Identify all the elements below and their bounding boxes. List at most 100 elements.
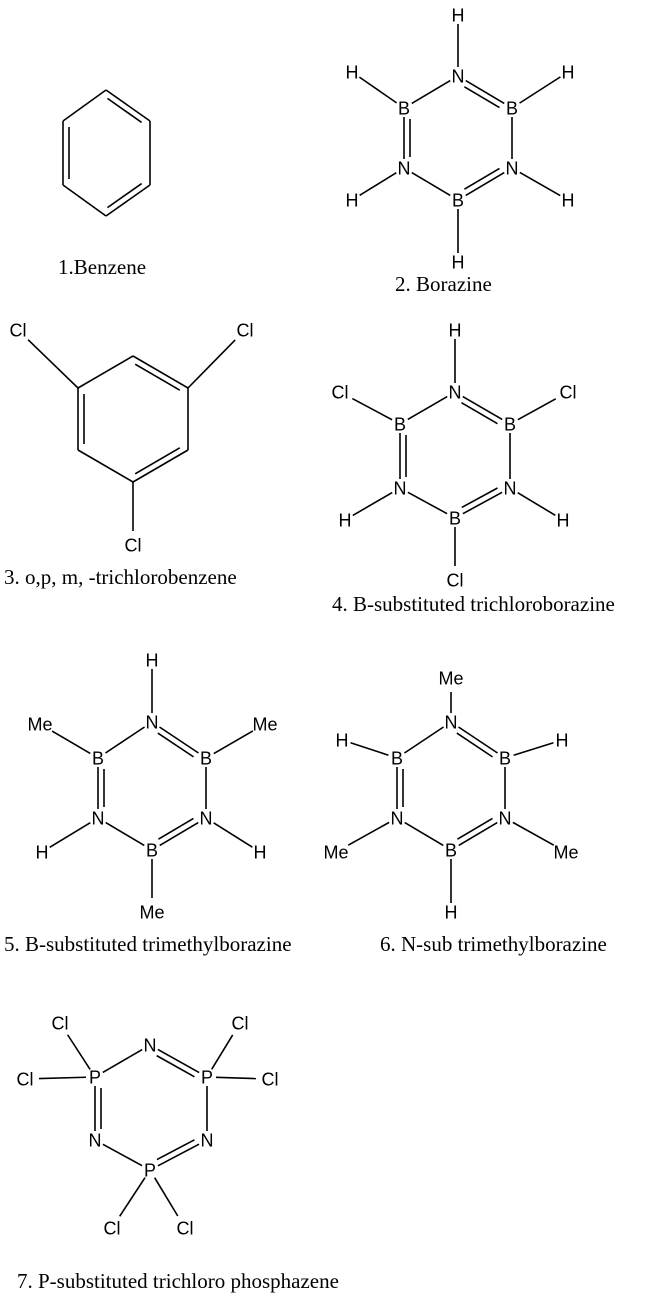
borazine-atom-h: H (562, 63, 575, 83)
trichlorophosphazene-double-bond (156, 1054, 195, 1078)
borazine-double-bond (463, 86, 500, 109)
trichlorophosphazene-bond (119, 1177, 146, 1217)
b-trichloroborazine-bond (517, 398, 557, 421)
benzene-bond (62, 89, 107, 122)
trichlorobenzene-bond (77, 449, 134, 483)
borazine-atom-n: N (398, 159, 411, 179)
b-trichloroborazine-atom-n: N (504, 479, 517, 499)
b-trichloroborazine-atom-cl: Cl (560, 383, 577, 403)
trichlorophosphazene-atom-cl: Cl (177, 1219, 194, 1239)
trichlorophosphazene-atom-cl: Cl (17, 1070, 34, 1090)
trichlorophosphazene-atom-p: P (201, 1068, 213, 1088)
b-trimethylborazine-bond (49, 821, 91, 849)
borazine-bond (411, 79, 451, 105)
b-trichloroborazine-double-bond (461, 487, 498, 509)
n-trimethylborazine-bond (512, 821, 555, 846)
n-trimethylborazine-atom-n: N (445, 713, 458, 733)
trichlorophosphazene-double-bond (156, 1139, 195, 1161)
caption-borazine: 2. Borazine (395, 272, 492, 296)
n-trimethylborazine-bond (347, 821, 390, 846)
b-trimethylborazine-atom-b: B (200, 749, 212, 769)
borazine-atom-n: N (452, 67, 465, 87)
benzene-double-bond (106, 182, 143, 209)
n-trimethylborazine-double-bond (456, 817, 493, 840)
borazine-atom-b: B (452, 191, 464, 211)
b-trimethylborazine-atom-h: H (254, 843, 267, 863)
b-trichloroborazine-bond (517, 491, 556, 517)
trichlorophosphazene-atom-p: P (89, 1068, 101, 1088)
n-trimethylborazine-atom-h: H (556, 731, 569, 751)
b-trichloroborazine-atom-h: H (449, 321, 462, 341)
borazine-atom-h: H (562, 191, 575, 211)
caption-benzene: 1.Benzene (58, 255, 147, 279)
borazine-double-bond (463, 167, 500, 190)
trichlorobenzene-bond (132, 449, 189, 483)
b-trimethylborazine-bond (105, 726, 145, 754)
benzene-bond (105, 184, 151, 217)
caption-n-trimethylborazine: 6. N-sub trimethylborazine (380, 932, 607, 956)
trichlorophosphazene-bond (211, 1034, 234, 1070)
b-trichloroborazine-bond (407, 395, 448, 421)
benzene-bond (62, 184, 107, 217)
b-trimethylborazine-bond (213, 822, 253, 848)
b-trimethylborazine-atom-me: Me (252, 715, 277, 735)
trichlorophosphazene-bond (102, 1048, 143, 1074)
trichlorophosphazene-atom-cl: Cl (232, 1014, 249, 1034)
trichlorobenzene-bond (132, 355, 189, 389)
trichlorobenzene-atom-cl: Cl (10, 321, 27, 341)
trichlorophosphazene-atom-n: N (89, 1131, 102, 1151)
trichlorophosphazene-bond (215, 1076, 257, 1080)
n-trimethylborazine-atom-me: Me (438, 669, 463, 689)
borazine-bond (359, 172, 397, 196)
b-trimethylborazine-atom-n: N (146, 713, 159, 733)
benzene-double-bond (106, 97, 143, 124)
n-trimethylborazine-atom-h: H (445, 903, 458, 923)
b-trichloroborazine-bond (462, 395, 503, 421)
n-trimethylborazine-bond (513, 741, 554, 757)
b-trichloroborazine-atom-b: B (394, 415, 406, 435)
b-trichloroborazine-atom-cl: Cl (447, 571, 464, 591)
borazine-bond (411, 171, 451, 197)
n-trimethylborazine-atom-n: N (391, 809, 404, 829)
caption-b-trimethylborazine: 5. B-substituted trimethylborazine (4, 932, 292, 956)
b-trimethylborazine-atom-n: N (200, 809, 213, 829)
n-trimethylborazine-atom-me: Me (323, 843, 348, 863)
n-trimethylborazine-atom-h: H (336, 731, 349, 751)
b-trimethylborazine-atom-me: Me (139, 903, 164, 923)
borazine-bond (465, 171, 505, 197)
n-trimethylborazine-double-bond (456, 732, 493, 758)
b-trimethylborazine-atom-b: B (92, 749, 104, 769)
benzene-bond (105, 89, 151, 122)
b-trimethylborazine-double-bond (157, 732, 194, 758)
trichlorophosphazene-bond (157, 1048, 200, 1074)
trichlorophosphazene-atom-cl: Cl (104, 1219, 121, 1239)
n-trimethylborazine-atom-b: B (391, 749, 403, 769)
b-trimethylborazine-atom-me: Me (27, 715, 52, 735)
n-trimethylborazine-bond (404, 726, 444, 754)
trichlorophosphazene-atom-n: N (201, 1131, 214, 1151)
borazine-bond (519, 76, 561, 104)
b-trichloroborazine-double-bond (461, 402, 498, 425)
borazine-atom-h: H (452, 253, 465, 273)
borazine-atom-b: B (398, 99, 410, 119)
b-trimethylborazine-double-bond (157, 817, 194, 840)
trichlorobenzene-double-bond (134, 363, 181, 391)
trichlorophosphazene-bond (66, 1034, 91, 1070)
n-trimethylborazine-atom-me: Me (553, 843, 578, 863)
caption-trichlorobenzene: 3. o,p, m, -trichlorobenzene (4, 565, 237, 589)
borazine-bond (358, 76, 398, 104)
borazine-atom-h: H (346, 63, 359, 83)
b-trimethylborazine-atom-n: N (92, 809, 105, 829)
borazine-atom-h: H (452, 6, 465, 26)
b-trichloroborazine-atom-n: N (449, 383, 462, 403)
trichlorobenzene-double-bond (134, 447, 181, 475)
trichlorophosphazene-bond (102, 1143, 143, 1167)
b-trimethylborazine-atom-b: B (146, 841, 158, 861)
caption-trichlorophosphazene: 7. P-substituted trichloro phosphazene (17, 1269, 339, 1293)
trichlorobenzene-atom-cl: Cl (125, 536, 142, 556)
trichlorobenzene-atom-cl: Cl (237, 321, 254, 341)
b-trichloroborazine-bond (407, 491, 448, 515)
b-trichloroborazine-atom-cl: Cl (332, 383, 349, 403)
